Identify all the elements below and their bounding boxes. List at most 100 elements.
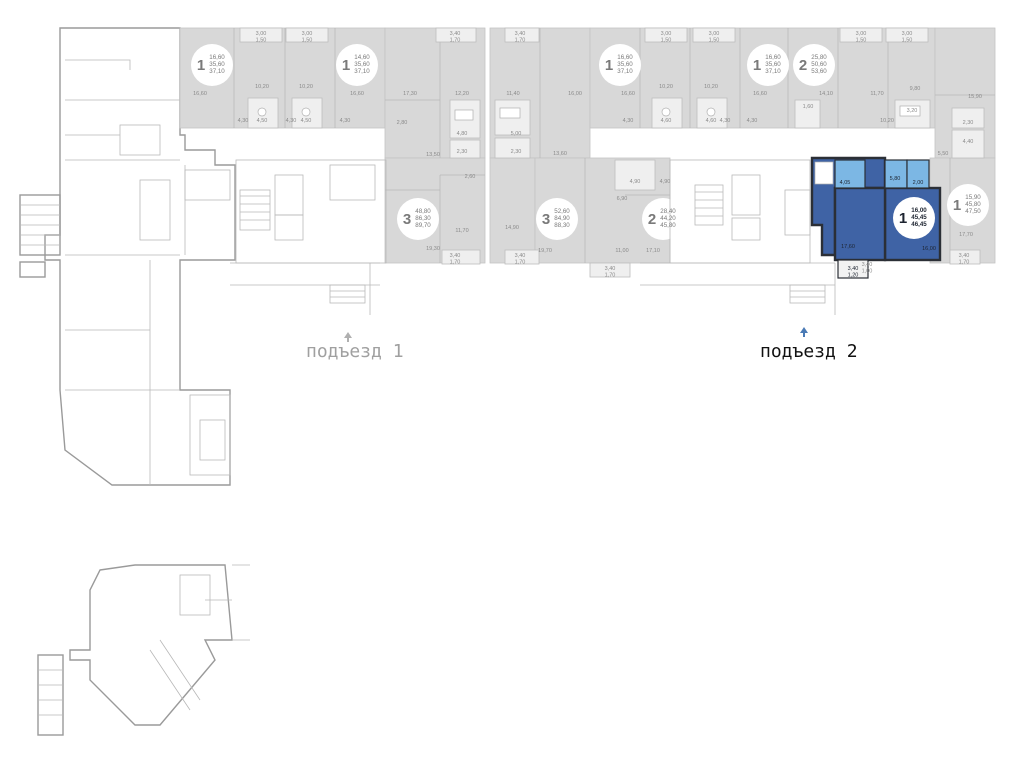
apartment-area-value: 28,40 [660, 208, 676, 215]
annex [37, 564, 250, 736]
apartment-area-value: 44,20 [660, 215, 676, 222]
room-area-label: 4,80 [457, 131, 468, 137]
room-area-label: 2,80 [397, 120, 408, 126]
room-area-label: 19,30 [426, 246, 440, 252]
room-area-label: 6,90 [617, 196, 628, 202]
apartment-area-value: 37,10 [765, 68, 781, 75]
apartment-area-value: 25,80 [811, 54, 827, 61]
apartment-room-count: 1 [605, 57, 613, 74]
apartment-area-value: 45,80 [965, 201, 981, 208]
room-area-label: 17,30 [403, 91, 417, 97]
apartment-area-value: 15,90 [965, 194, 981, 201]
apartment-area-value: 47,50 [965, 208, 981, 215]
room-area-label: 5,50 [938, 151, 949, 157]
balcony-area-label: 3,00 [302, 31, 313, 37]
selected-balcony [837, 259, 869, 279]
balcony-area-label: 1,70 [959, 260, 970, 266]
balcony-area-label: 1,50 [856, 38, 867, 44]
selected-room-area-label: 5,80 [890, 176, 901, 182]
apartment-area-value: 46,45 [911, 221, 927, 228]
apartment-room-count: 2 [648, 211, 656, 228]
section-2 [489, 27, 996, 315]
apartment-area-value: 50,60 [811, 61, 827, 68]
room-area-label: 10,20 [659, 84, 673, 90]
room-area-label: 4,30 [747, 118, 758, 124]
apartment-area-value: 52,60 [554, 208, 570, 215]
room-area-label: 3,20 [907, 108, 918, 114]
apartment-area-value: 16,60 [617, 54, 633, 61]
room-area-label: 4,30 [238, 118, 249, 124]
room-area-label: 10,20 [299, 84, 313, 90]
apartment-area-value: 53,60 [811, 68, 827, 75]
selected-room-area-label: 17,60 [841, 244, 855, 250]
room-area-label: 17,70 [959, 232, 973, 238]
balcony-area-label: 1,50 [661, 38, 672, 44]
apartment-room-count: 3 [542, 211, 550, 228]
apartment-area-value: 35,60 [765, 61, 781, 68]
balcony-area-label: 1,70 [515, 260, 526, 266]
room-area-label: 16,60 [193, 91, 207, 97]
apartment-room-count: 1 [753, 57, 761, 74]
room-area-label: 4,50 [301, 118, 312, 124]
apartment-area-value: 37,10 [617, 68, 633, 75]
apartment-area-value: 88,30 [554, 222, 570, 229]
selected-room-area-label: 1,20 [848, 273, 859, 279]
apartment-room-count: 2 [799, 57, 807, 74]
room-area-label: 4,30 [340, 118, 351, 124]
room-area-label: 11,40 [506, 91, 519, 97]
apartment-area-value: 14,60 [354, 54, 370, 61]
room-area-label: 4,50 [257, 118, 268, 124]
room-area-label: 19,70 [538, 248, 552, 254]
room-area-label: 15,90 [968, 94, 982, 100]
balcony-area-label: 3,40 [515, 31, 526, 37]
room-area-label: 16,00 [568, 91, 582, 97]
apartment-area-value: 37,10 [354, 68, 370, 75]
section-1 [179, 27, 486, 315]
selected-room-area-label: 3,40 [848, 266, 859, 272]
apartment-area-value: 37,10 [209, 68, 225, 75]
balcony-area-label: 3,00 [661, 31, 672, 37]
room-area-label: 16,60 [621, 91, 635, 97]
balcony-area-label: 1,50 [709, 38, 720, 44]
room-area-label: 2,30 [511, 149, 522, 155]
apartment-room-count: 3 [403, 211, 411, 228]
apartment-room-count: 1 [197, 57, 205, 74]
balcony-area-label: 1,70 [515, 38, 526, 44]
selected-apartment[interactable] [810, 156, 942, 279]
balcony-area-label: 3,40 [605, 266, 616, 272]
room-area-label: 2,30 [963, 120, 974, 126]
entrance-1-label[interactable]: подъезд 1 [306, 341, 404, 362]
room-area-label: 10,20 [880, 118, 894, 124]
room-area-label: 1,60 [803, 104, 814, 110]
balcony-area-label: 1,00 [862, 269, 873, 275]
entrance-1-arrow-icon [344, 332, 352, 342]
room-area-label: 9,80 [910, 86, 921, 92]
apartment-area-value: 84,90 [554, 215, 570, 222]
entrance-2-label[interactable]: подъезд 2 [760, 341, 858, 362]
balcony-area-label: 1,50 [256, 38, 267, 44]
room-area-label: 2,30 [457, 149, 468, 155]
room-area-label: 5,00 [511, 131, 522, 137]
entrance-2-arrow-icon [800, 327, 808, 337]
room-area-label: 11,00 [615, 248, 628, 254]
room-area-label: 14,90 [505, 225, 519, 231]
balcony-area-label: 1,70 [450, 38, 461, 44]
balcony-area-label: 3,40 [959, 253, 970, 259]
apartment-area-value: 16,00 [911, 207, 927, 214]
balcony-area-label: 1,50 [302, 38, 313, 44]
commercial-wing [19, 27, 236, 486]
room-area-label: 17,10 [646, 248, 660, 254]
room-area-label: 4,90 [630, 179, 641, 185]
balcony-area-label: 3,00 [856, 31, 867, 37]
balcony-area-label: 3,40 [450, 253, 461, 259]
apartment-area-value: 86,30 [415, 215, 431, 222]
entrance-2-marker[interactable]: подъезд 2 [760, 327, 858, 362]
entrance-1-marker[interactable]: подъезд 1 [306, 332, 404, 362]
apartment-area-value: 35,60 [354, 61, 370, 68]
room-area-label: 4,60 [661, 118, 672, 124]
room-area-label: 4,30 [286, 118, 297, 124]
room-area-label: 12,20 [455, 91, 469, 97]
balcony-area-label: 3,40 [862, 262, 873, 268]
apartment-room-count: 1 [342, 57, 350, 74]
apartment-area-value: 89,70 [415, 222, 431, 229]
